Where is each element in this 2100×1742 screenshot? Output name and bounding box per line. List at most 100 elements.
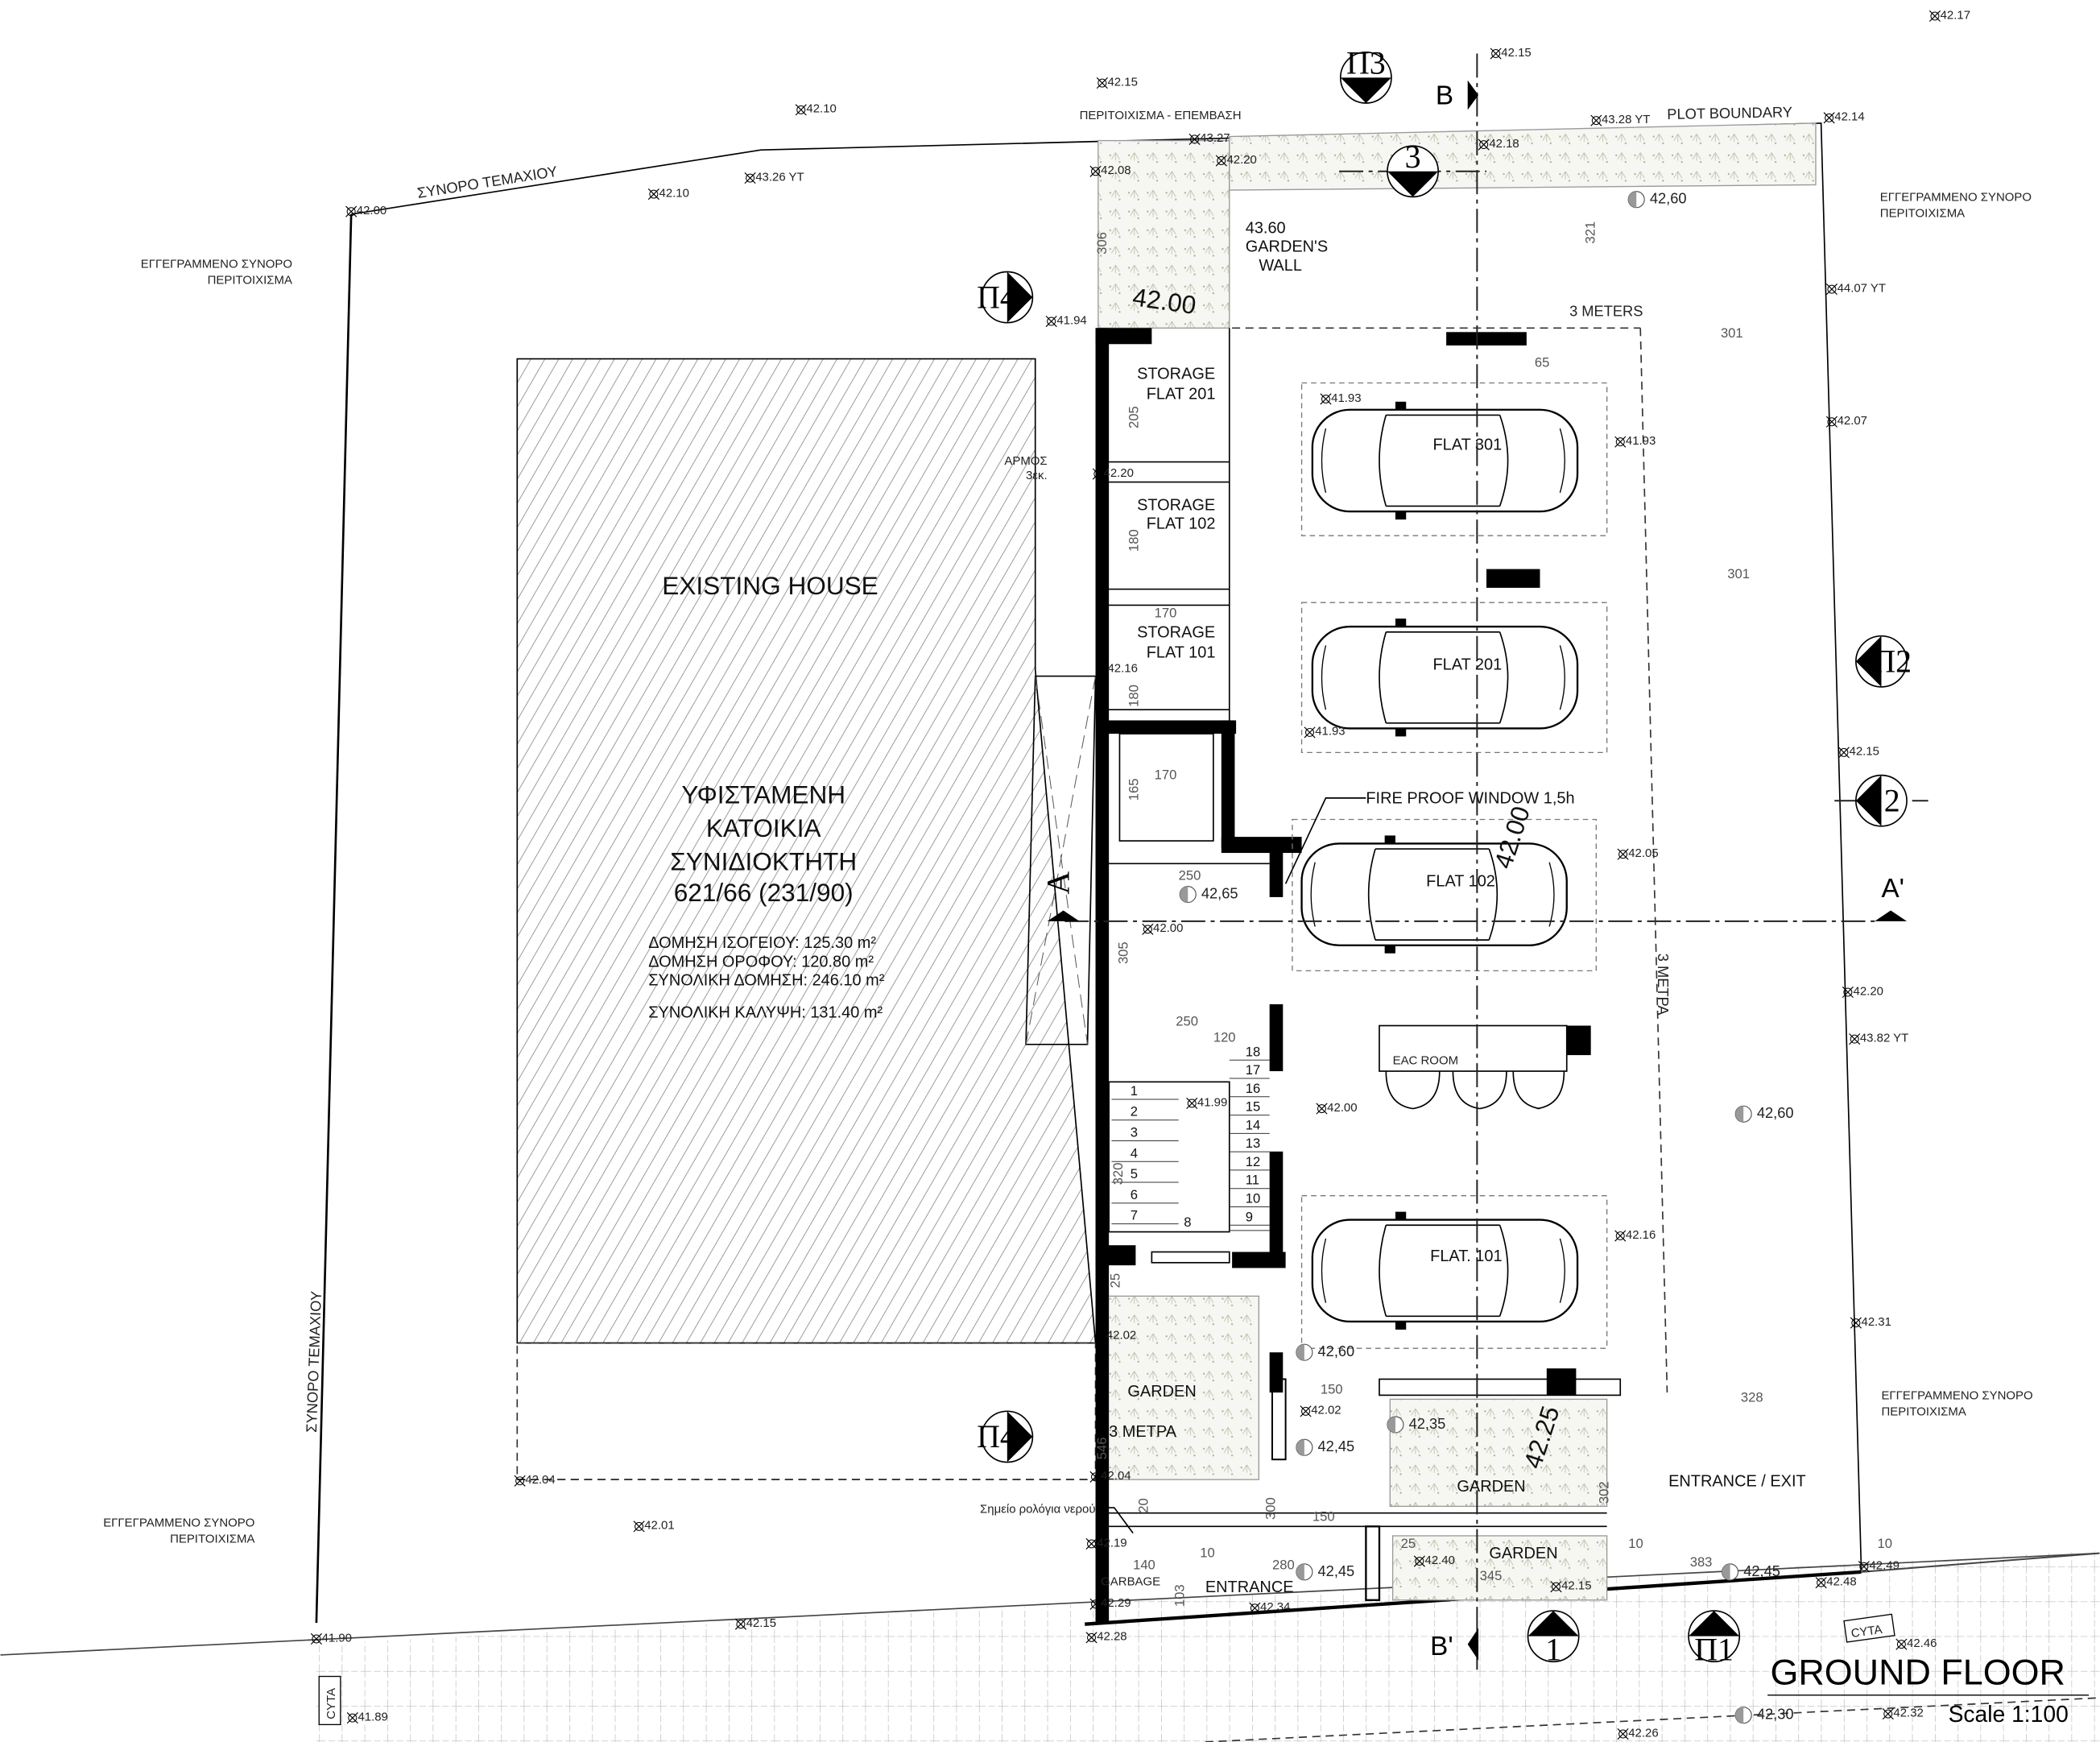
cyta-box: CYTA xyxy=(318,1675,341,1726)
parking-space-flat201 xyxy=(1300,602,1608,754)
storage-label: STORAGE xyxy=(1137,496,1215,514)
garden-label: GARDEN xyxy=(1127,1383,1196,1401)
stair-step-number: 13 xyxy=(1246,1136,1260,1151)
stair-step-number: 1 xyxy=(1131,1083,1138,1099)
level-value: 42.31 xyxy=(1862,1315,1891,1329)
three-metres-label-2: 3 ΜΕΤΡΑ xyxy=(1109,1423,1177,1441)
level-marker: 42.16 xyxy=(1614,1228,1656,1242)
house-label-3: ΣΥΝΙΔΙΟΚΤΗΤΗ xyxy=(670,847,857,876)
drawing-scale: Scale 1:100 xyxy=(1949,1701,2069,1727)
level-value: 42.04 xyxy=(525,1473,555,1487)
level-value: 42.15 xyxy=(1501,46,1531,60)
registered-border-label-2: ΠΕΡΙΤΟΙΧΙΣΜΑ xyxy=(208,273,292,287)
section-marker-label: 3 xyxy=(1405,139,1421,175)
registered-border-label-2: ΠΕΡΙΤΟΙΧΙΣΜΑ xyxy=(1881,1405,1966,1418)
level-value: 42.00 xyxy=(1153,921,1183,935)
level-value: 42.00 xyxy=(357,204,387,217)
plot-boundary-left xyxy=(315,213,353,1624)
level-marker: 42,60 xyxy=(1734,1104,1794,1123)
fire-window-leader xyxy=(1284,797,1366,884)
water-meter-leader xyxy=(1095,1507,1134,1534)
area-total: ΣΥΝΟΛΙΚΗ ΔΟΜΗΣΗ: 246.10 m² xyxy=(648,972,885,990)
level-marker: 42.40 xyxy=(1413,1554,1455,1567)
dimension-label: 180 xyxy=(1126,529,1142,552)
stair-step-number: 2 xyxy=(1131,1104,1138,1119)
parking-space-flat301 xyxy=(1300,382,1608,536)
dimension-label: 301 xyxy=(1727,566,1750,581)
level-marker: 41.93 xyxy=(1304,725,1346,739)
section-marker-s3: 3 xyxy=(1387,139,1439,198)
section-label-b: B xyxy=(1436,81,1453,111)
level-value: 42.01 xyxy=(644,1519,674,1533)
dimension-label: 10 xyxy=(1877,1536,1891,1551)
dimension-label: 306 xyxy=(1094,232,1110,254)
storage-flat-label: FLAT 201 xyxy=(1147,385,1216,403)
dimension-label: 250 xyxy=(1179,867,1201,883)
level-marker: 43.27 xyxy=(1188,131,1230,145)
level-marker: 42.32 xyxy=(1882,1706,1924,1719)
level-marker: 42.20 xyxy=(1092,466,1134,480)
level-value: 42.26 xyxy=(1628,1726,1658,1740)
section-marker-p3: Π3 xyxy=(1339,44,1392,104)
stair-step-number: 5 xyxy=(1131,1166,1138,1181)
level-value: 42.02 xyxy=(1311,1404,1341,1417)
level-value: 42,65 xyxy=(1201,885,1238,902)
drawing-title: GROUND FLOOR xyxy=(1770,1652,2065,1693)
parking-space-flat102 xyxy=(1292,818,1597,972)
area-ground: ΔΟΜΗΣΗ ΙΣΟΓΕΙΟΥ: 125.30 m² xyxy=(648,934,876,952)
section-label-a-prime: A' xyxy=(1881,874,1904,904)
garden-west xyxy=(1098,1295,1260,1480)
stair-step-number: 15 xyxy=(1246,1099,1260,1115)
registered-border-label: ΕΓΓΕΓΡΑΜΜΕΝΟ ΣΥΝΟΡΟ xyxy=(141,258,292,271)
stair-step-number: 14 xyxy=(1246,1117,1260,1132)
garden-front xyxy=(1391,1535,1608,1601)
dimension-label: 321 xyxy=(1583,221,1598,244)
garden-wall-label-2: WALL xyxy=(1259,257,1302,275)
level-value: 42.20 xyxy=(1104,466,1134,480)
section-marker-label: Π1 xyxy=(1694,1632,1734,1668)
level-marker: 42.48 xyxy=(1815,1574,1857,1588)
level-marker: 42.29 xyxy=(1089,1596,1131,1610)
level-value: 42.10 xyxy=(806,102,836,116)
level-value: 42.07 xyxy=(1838,414,1867,428)
entrance-label: ENTRANCE xyxy=(1205,1579,1294,1596)
level-marker: 42.10 xyxy=(795,102,837,116)
level-marker: 42.26 xyxy=(1617,1726,1659,1740)
street-edge-ext xyxy=(1861,1552,2100,1573)
stair-step-number: 17 xyxy=(1246,1062,1260,1078)
section-marker-p4-top: Π4 xyxy=(977,271,1034,324)
level-marker: 44.07 YT xyxy=(1825,281,1886,295)
storage-label: STORAGE xyxy=(1137,623,1215,641)
existing-house xyxy=(516,358,1097,1344)
level-value: 42.28 xyxy=(1097,1630,1126,1644)
level-marker: 42.16 xyxy=(1096,662,1138,676)
level-marker: 42.20 xyxy=(1215,153,1257,167)
garden-wall-level: 43.60 xyxy=(1246,219,1286,237)
level-value: 42,30 xyxy=(1757,1706,1794,1723)
fence-intervention-label: ΠΕΡΙΤΟΙΧΙΣΜΑ - ΕΠΕΜΒΑΣΗ xyxy=(1080,109,1242,122)
dimension-label: 301 xyxy=(1721,325,1743,341)
dimension-label: 120 xyxy=(1213,1029,1236,1045)
car-icon xyxy=(1311,1211,1579,1330)
level-value: 42.49 xyxy=(1869,1559,1899,1573)
stair-step-number: 6 xyxy=(1131,1187,1138,1202)
level-value: 42.20 xyxy=(1854,984,1883,998)
level-marker: 42.20 xyxy=(1842,984,1883,998)
level-marker: 42.00 xyxy=(345,204,387,217)
level-marker: 42.00 xyxy=(1316,1101,1358,1115)
level-value: 42.00 xyxy=(1327,1101,1357,1115)
dimension-label: 10 xyxy=(1200,1545,1214,1561)
level-marker: 42.28 xyxy=(1085,1630,1127,1644)
dimension-label: 25 xyxy=(1107,1273,1122,1288)
registered-border-label-2: ΠΕΡΙΤΟΙΧΙΣΜΑ xyxy=(170,1532,254,1545)
coverage-total: ΣΥΝΟΛΙΚΗ ΚΑΛΥΨΗ: 131.40 m² xyxy=(648,1004,883,1022)
stair-step-number: 10 xyxy=(1246,1190,1260,1206)
level-marker: 42.02 xyxy=(1300,1404,1341,1417)
level-value: 41.93 xyxy=(1315,725,1345,739)
level-value: 42.40 xyxy=(1425,1554,1455,1567)
level-value: 42.18 xyxy=(1489,137,1519,151)
level-marker: 43.82 YT xyxy=(1849,1031,1908,1045)
level-value: 42.34 xyxy=(1260,1600,1290,1614)
level-value: 42.08 xyxy=(1101,163,1131,177)
registered-border-label: ΕΓΓΕΓΡΑΜΜΕΝΟ ΣΥΝΟΡΟ xyxy=(1881,1388,2032,1402)
